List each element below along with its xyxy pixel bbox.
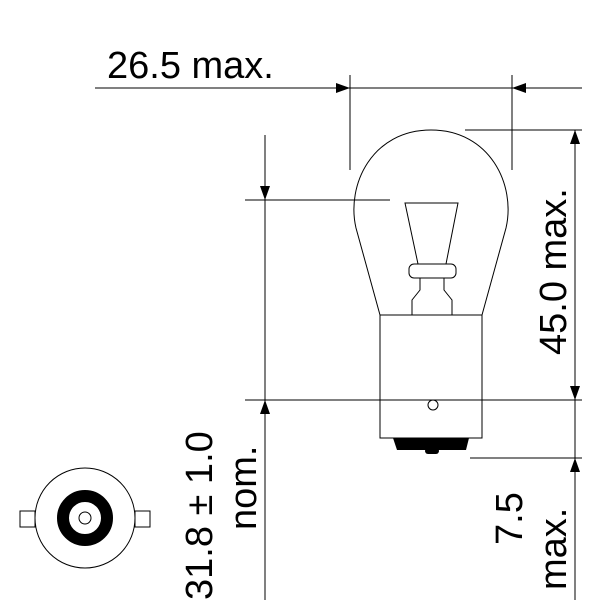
pin-hole [427, 399, 439, 411]
glass-envelope [353, 129, 509, 316]
width-label: 26.5 max. [107, 45, 274, 87]
base-contact [393, 438, 469, 450]
height-label: 45.0 max. [533, 188, 575, 355]
light-center-suffix-label: nom. [223, 446, 265, 530]
bulb-bottom-view [19, 467, 151, 569]
base-value-label: 7.5 [489, 492, 531, 545]
filament-cup [404, 202, 459, 265]
width-dimension: 26.5 max. [95, 45, 582, 170]
light-center-value-label: 31.8 ± 1.0 [179, 431, 221, 600]
base-cap [379, 314, 483, 439]
light-center-dimension: 31.8 ± 1.0 nom. [179, 135, 582, 600]
height-dimension: 45.0 max. 7.5 max. [465, 129, 582, 600]
bulb-side-view [353, 129, 509, 454]
base-contact-nub [425, 448, 439, 454]
base-suffix-label: max. [533, 508, 575, 590]
filament-ring [408, 263, 457, 279]
filament-stem [411, 278, 453, 315]
